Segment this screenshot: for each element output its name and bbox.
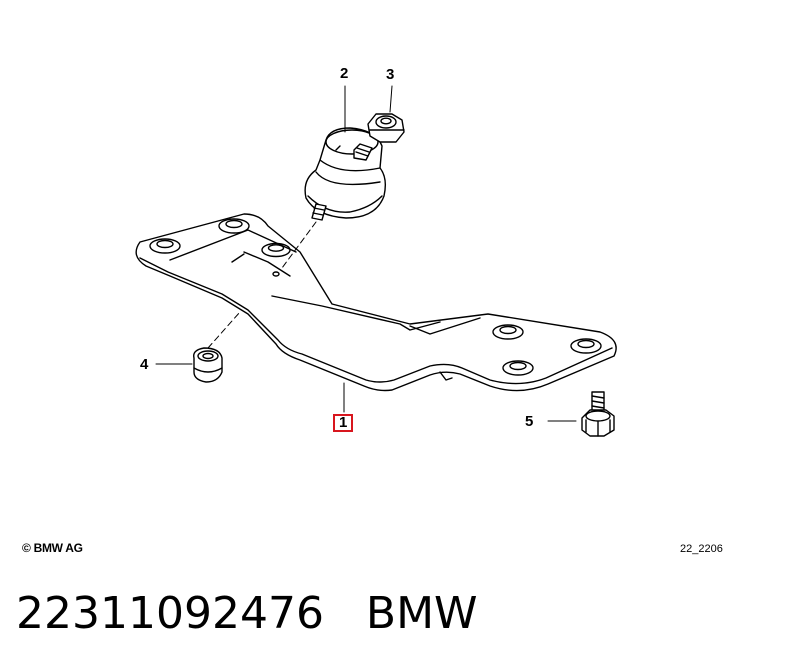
part-footer: 22311092476 BMW bbox=[16, 588, 478, 639]
part-number: 22311092476 bbox=[16, 588, 324, 639]
callout-1[interactable]: 1 bbox=[333, 414, 354, 432]
flange-nut-part bbox=[193, 347, 223, 383]
drawing-id: 22_2206 bbox=[680, 543, 723, 555]
footer-spacer bbox=[324, 588, 366, 639]
callout-3[interactable]: 3 bbox=[386, 66, 395, 83]
callout-4[interactable]: 4 bbox=[140, 356, 149, 373]
copyright-notice: © BMW AG bbox=[22, 541, 83, 555]
leader-lines bbox=[155, 85, 577, 422]
brand-name: BMW bbox=[365, 588, 478, 639]
callout-2[interactable]: 2 bbox=[340, 65, 349, 82]
bolt-part bbox=[581, 391, 615, 437]
rubber-mount-part bbox=[304, 127, 387, 221]
hex-nut-part bbox=[367, 113, 405, 143]
parts-diagram bbox=[135, 85, 617, 437]
crossmember-part bbox=[135, 213, 617, 392]
callout-5[interactable]: 5 bbox=[525, 413, 534, 430]
